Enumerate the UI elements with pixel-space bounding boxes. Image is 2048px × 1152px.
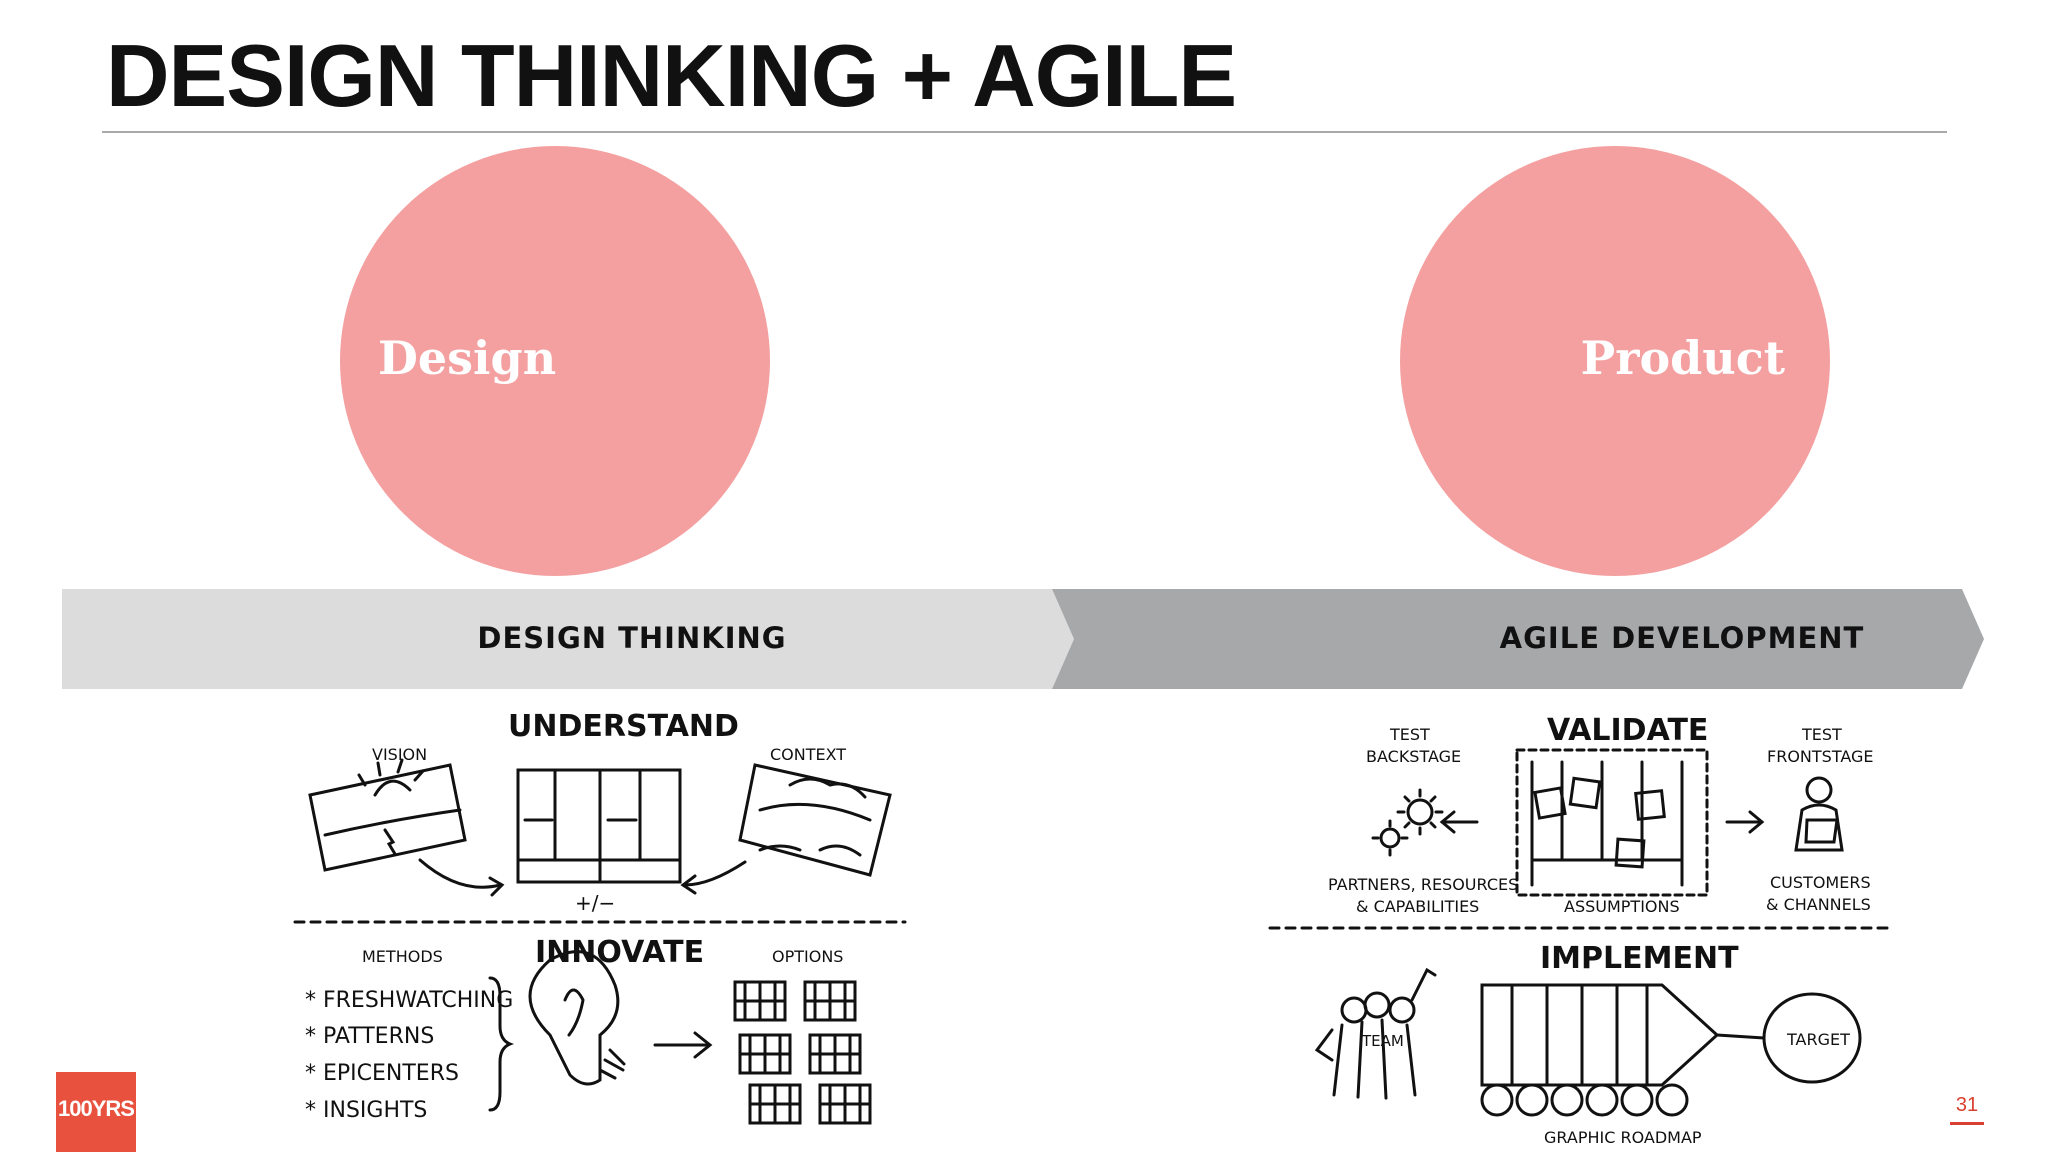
test-backstage-label: BACKSTAGE [1366, 747, 1461, 766]
banner-arrows [62, 589, 1984, 689]
design-thinking-arrow [62, 589, 1074, 689]
page-number-underline [1950, 1122, 1984, 1125]
assumptions-label: ASSUMPTIONS [1564, 897, 1680, 916]
options-label: OPTIONS [772, 947, 843, 966]
agile-development-sketch: VALIDATE TEST BACKSTAGE TEST FRONTSTAGE … [1268, 713, 1894, 1147]
customers-label: CUSTOMERS [1770, 873, 1871, 892]
understand-label: UNDERSTAND [508, 709, 739, 744]
method-item: * INSIGHTS [305, 1098, 427, 1123]
options-grids [733, 980, 872, 1125]
test-frontstage-label: TEST [1801, 725, 1842, 744]
product-circle-label: Product [1580, 331, 1785, 385]
test-backstage-label: TEST [1389, 725, 1430, 744]
gear-icon [1379, 827, 1401, 849]
partners-label: & CAPABILITIES [1356, 897, 1479, 916]
page-number: 31 [1955, 1094, 1979, 1116]
partners-label: PARTNERS, RESOURCES [1328, 875, 1518, 894]
lightbulb-icon [528, 950, 620, 1086]
validate-label: VALIDATE [1547, 713, 1708, 748]
methods-label: METHODS [362, 947, 443, 966]
validate-canvas [1515, 748, 1709, 897]
design-circle: Design [340, 146, 770, 576]
product-circle: Product [1400, 146, 1830, 576]
context-label: CONTEXT [770, 745, 846, 764]
customer-figure-icon [1805, 776, 1833, 804]
vision-sketch [308, 763, 467, 872]
design-thinking-label: DESIGN THINKING [477, 621, 787, 655]
method-item: * FRESHWATCHING [305, 988, 513, 1013]
agile-development-label: AGILE DEVELOPMENT [1499, 621, 1865, 655]
innovate-label: INNOVATE [535, 935, 704, 970]
graphic-roadmap-label: GRAPHIC ROADMAP [1544, 1128, 1702, 1147]
plus-minus-label: +/− [575, 891, 615, 915]
target-label: TARGET [1786, 1030, 1850, 1049]
method-item: * PATTERNS [305, 1024, 434, 1049]
gear-icon [1406, 798, 1434, 826]
design-circle-label: Design [378, 331, 557, 385]
design-thinking-sketch: UNDERSTAND VISION CONTEXT +/− INNOVATE M… [293, 709, 907, 1125]
test-frontstage-label: FRONTSTAGE [1767, 747, 1874, 766]
method-item: * EPICENTERS [305, 1061, 459, 1086]
title-divider [102, 131, 1947, 133]
process-banner: DESIGN THINKING AGILE DEVELOPMENT [62, 589, 1986, 689]
vision-label: VISION [372, 745, 427, 764]
slide-title: DESIGN THINKING + AGILE [106, 26, 1237, 125]
team-figures-icon [1314, 967, 1437, 1100]
implement-label: IMPLEMENT [1540, 941, 1739, 976]
customers-label: & CHANNELS [1766, 895, 1871, 914]
graphic-roadmap [1480, 983, 1720, 1117]
brand-logo: 100YRS [56, 1072, 136, 1152]
agile-development-arrow [1052, 589, 1984, 689]
team-label: TEAM [1361, 1032, 1404, 1050]
